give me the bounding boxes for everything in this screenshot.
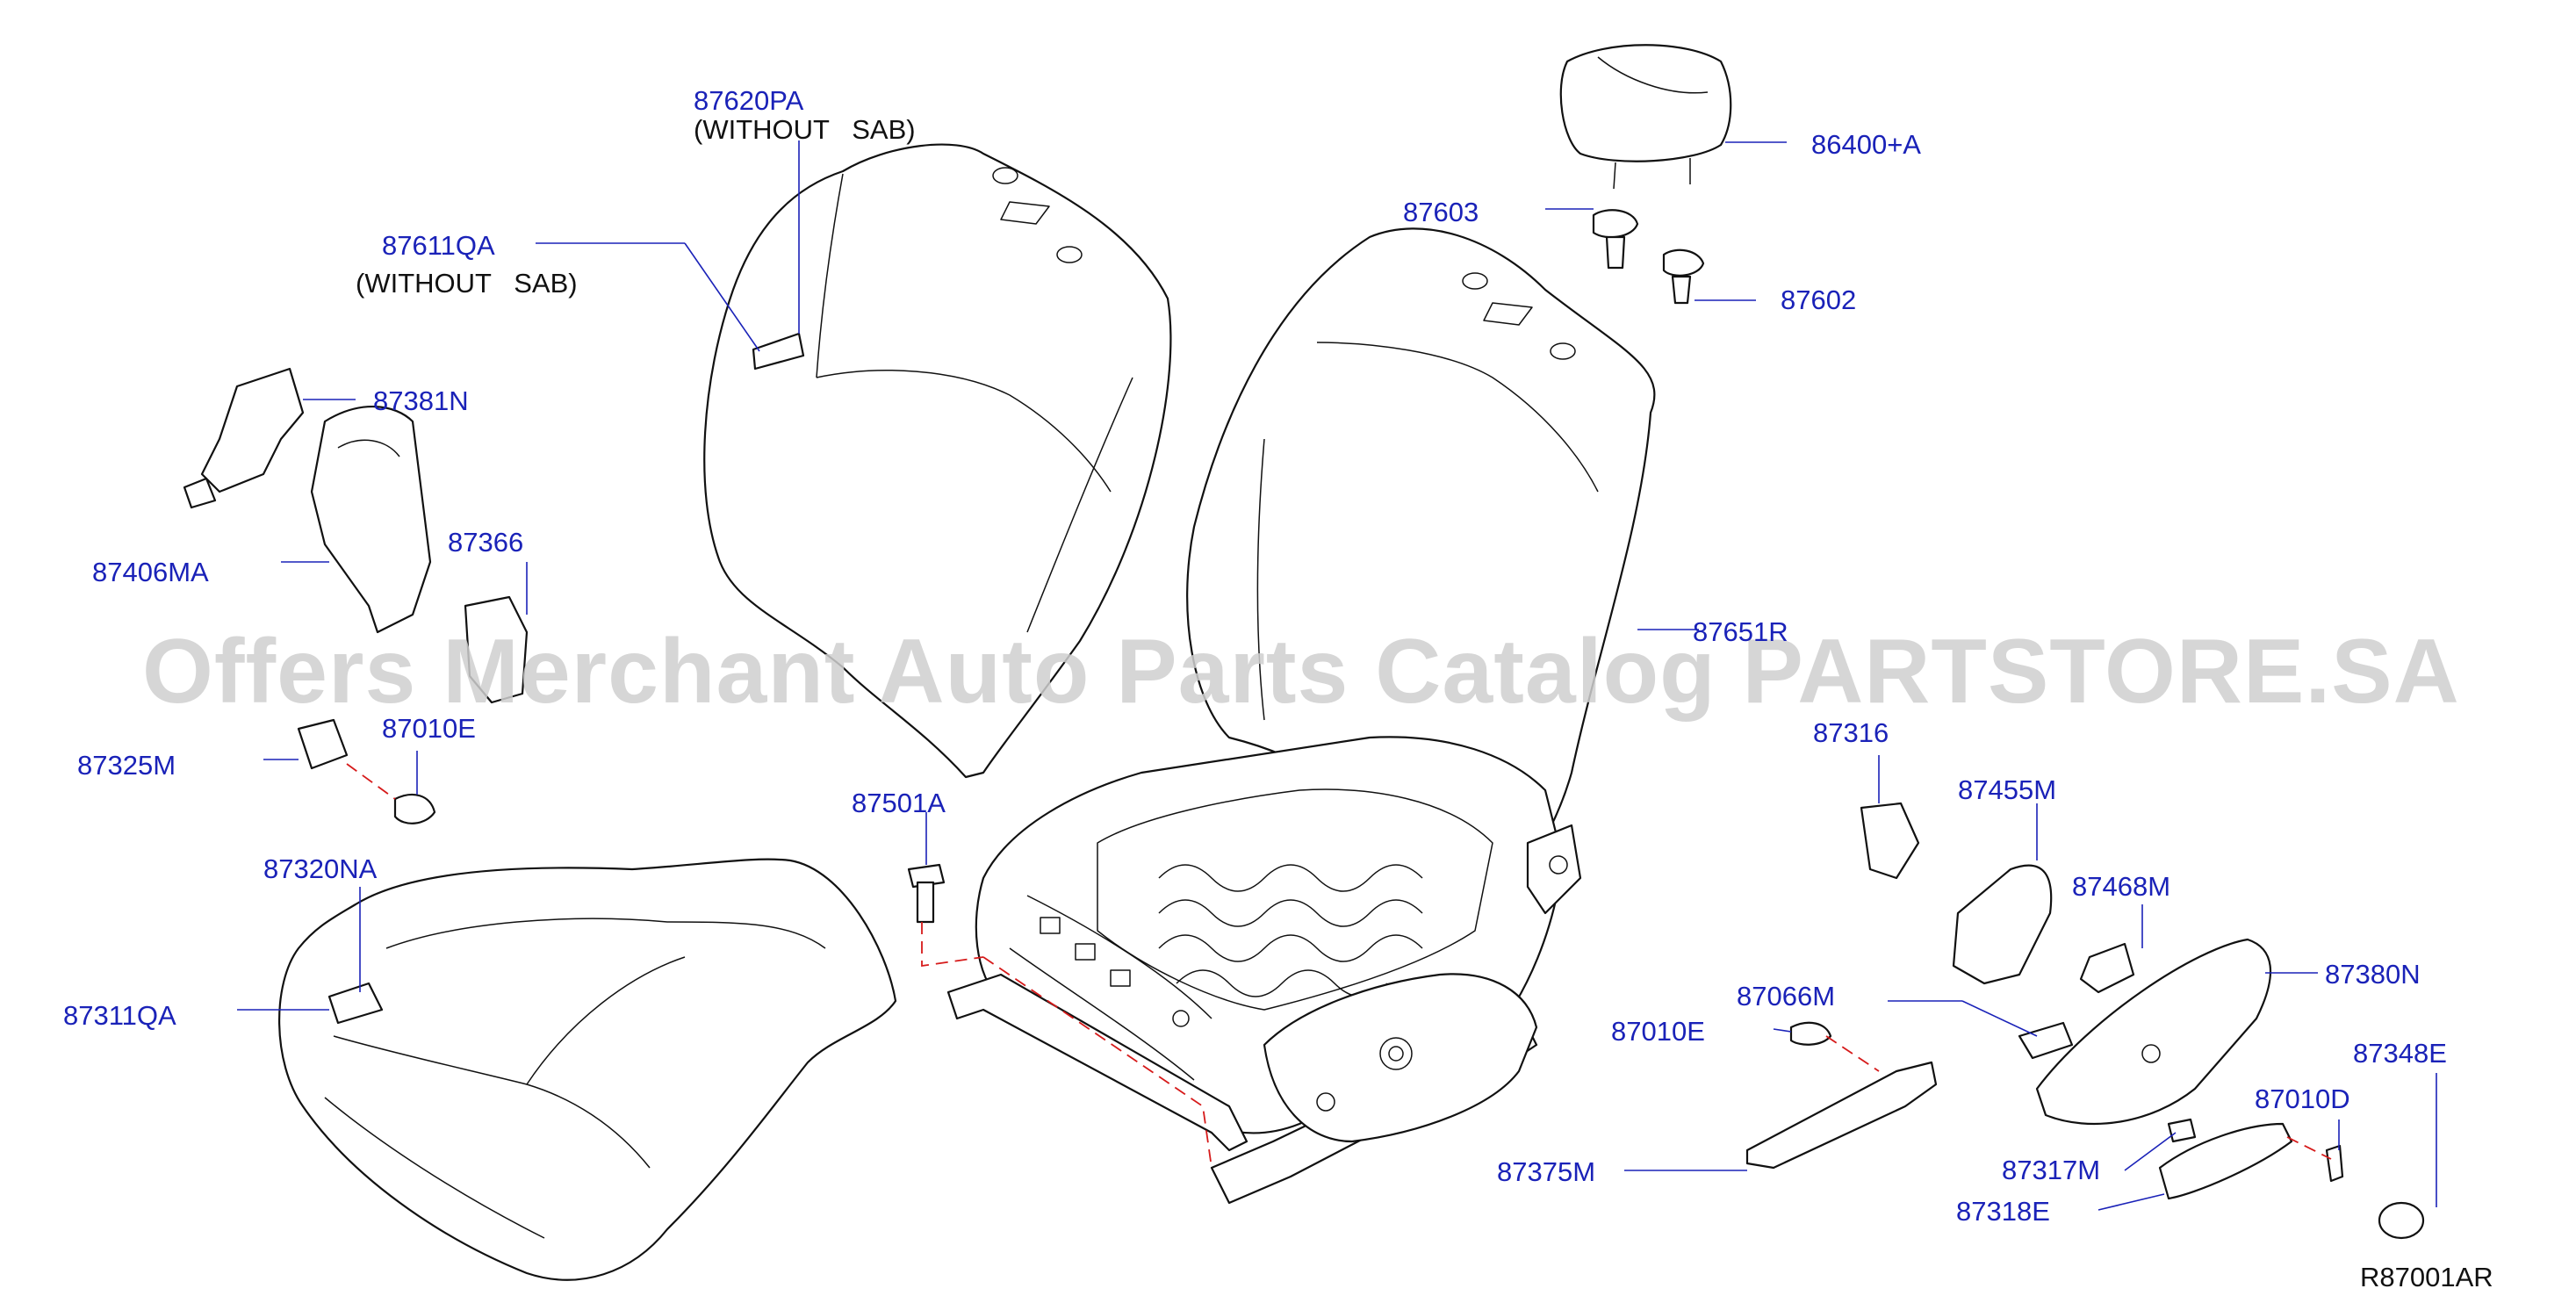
label-87651r: 87651R [1693, 616, 1788, 647]
label-87603: 87603 [1403, 197, 1479, 227]
label-87318e: 87318E [1956, 1196, 2050, 1227]
label-86400a: 86400+A [1811, 129, 1921, 160]
label-87311qa: 87311QA [63, 1000, 176, 1031]
label-87611qa-note: (WITHOUT SAB) [356, 268, 578, 299]
label-87455m: 87455M [1958, 774, 2056, 805]
label-87348e: 87348E [2353, 1038, 2447, 1069]
part-labels: 87620PA (WITHOUT SAB) 87611QA (WITHOUT S… [63, 85, 2447, 1227]
assembly-dashed-lines [346, 763, 2332, 1169]
label-87325m: 87325M [77, 750, 176, 781]
bolt-87501a [907, 863, 946, 924]
label-87406ma: 87406MA [92, 557, 209, 587]
label-87010e-right: 87010E [1611, 1016, 1705, 1047]
seatback-cover-rear [703, 143, 1172, 779]
side-trim-parts-left [183, 367, 529, 824]
headrest-guides [1592, 209, 1705, 305]
label-87366: 87366 [448, 527, 523, 558]
headrest [1559, 44, 1732, 190]
label-87066m: 87066M [1737, 981, 1835, 1011]
label-87602: 87602 [1781, 284, 1856, 315]
label-87620pa: 87620PA [694, 85, 804, 116]
seat-frame [946, 736, 1582, 1205]
seat-cushion-cover [278, 858, 897, 1281]
label-87620pa-note: (WITHOUT SAB) [694, 114, 916, 145]
label-87010d: 87010D [2255, 1083, 2350, 1114]
leader-lines [237, 140, 2437, 1211]
diagram-reference-code: R87001AR [2360, 1262, 2493, 1292]
label-87316: 87316 [1813, 717, 1889, 748]
label-87317m: 87317M [2002, 1155, 2100, 1185]
label-87010e-left: 87010E [382, 713, 476, 744]
watermark-text: Offers Merchant Auto Parts Catalog PARTS… [142, 621, 2460, 723]
label-87380n: 87380N [2325, 959, 2421, 990]
side-trim-parts-right [1745, 802, 2425, 1240]
label-87381n: 87381N [373, 385, 469, 416]
label-87611qa: 87611QA [382, 230, 495, 261]
label-87320na: 87320NA [263, 853, 378, 884]
label-87501a: 87501A [852, 788, 946, 818]
label-87468m: 87468M [2072, 871, 2170, 902]
label-87375m: 87375M [1497, 1156, 1595, 1187]
